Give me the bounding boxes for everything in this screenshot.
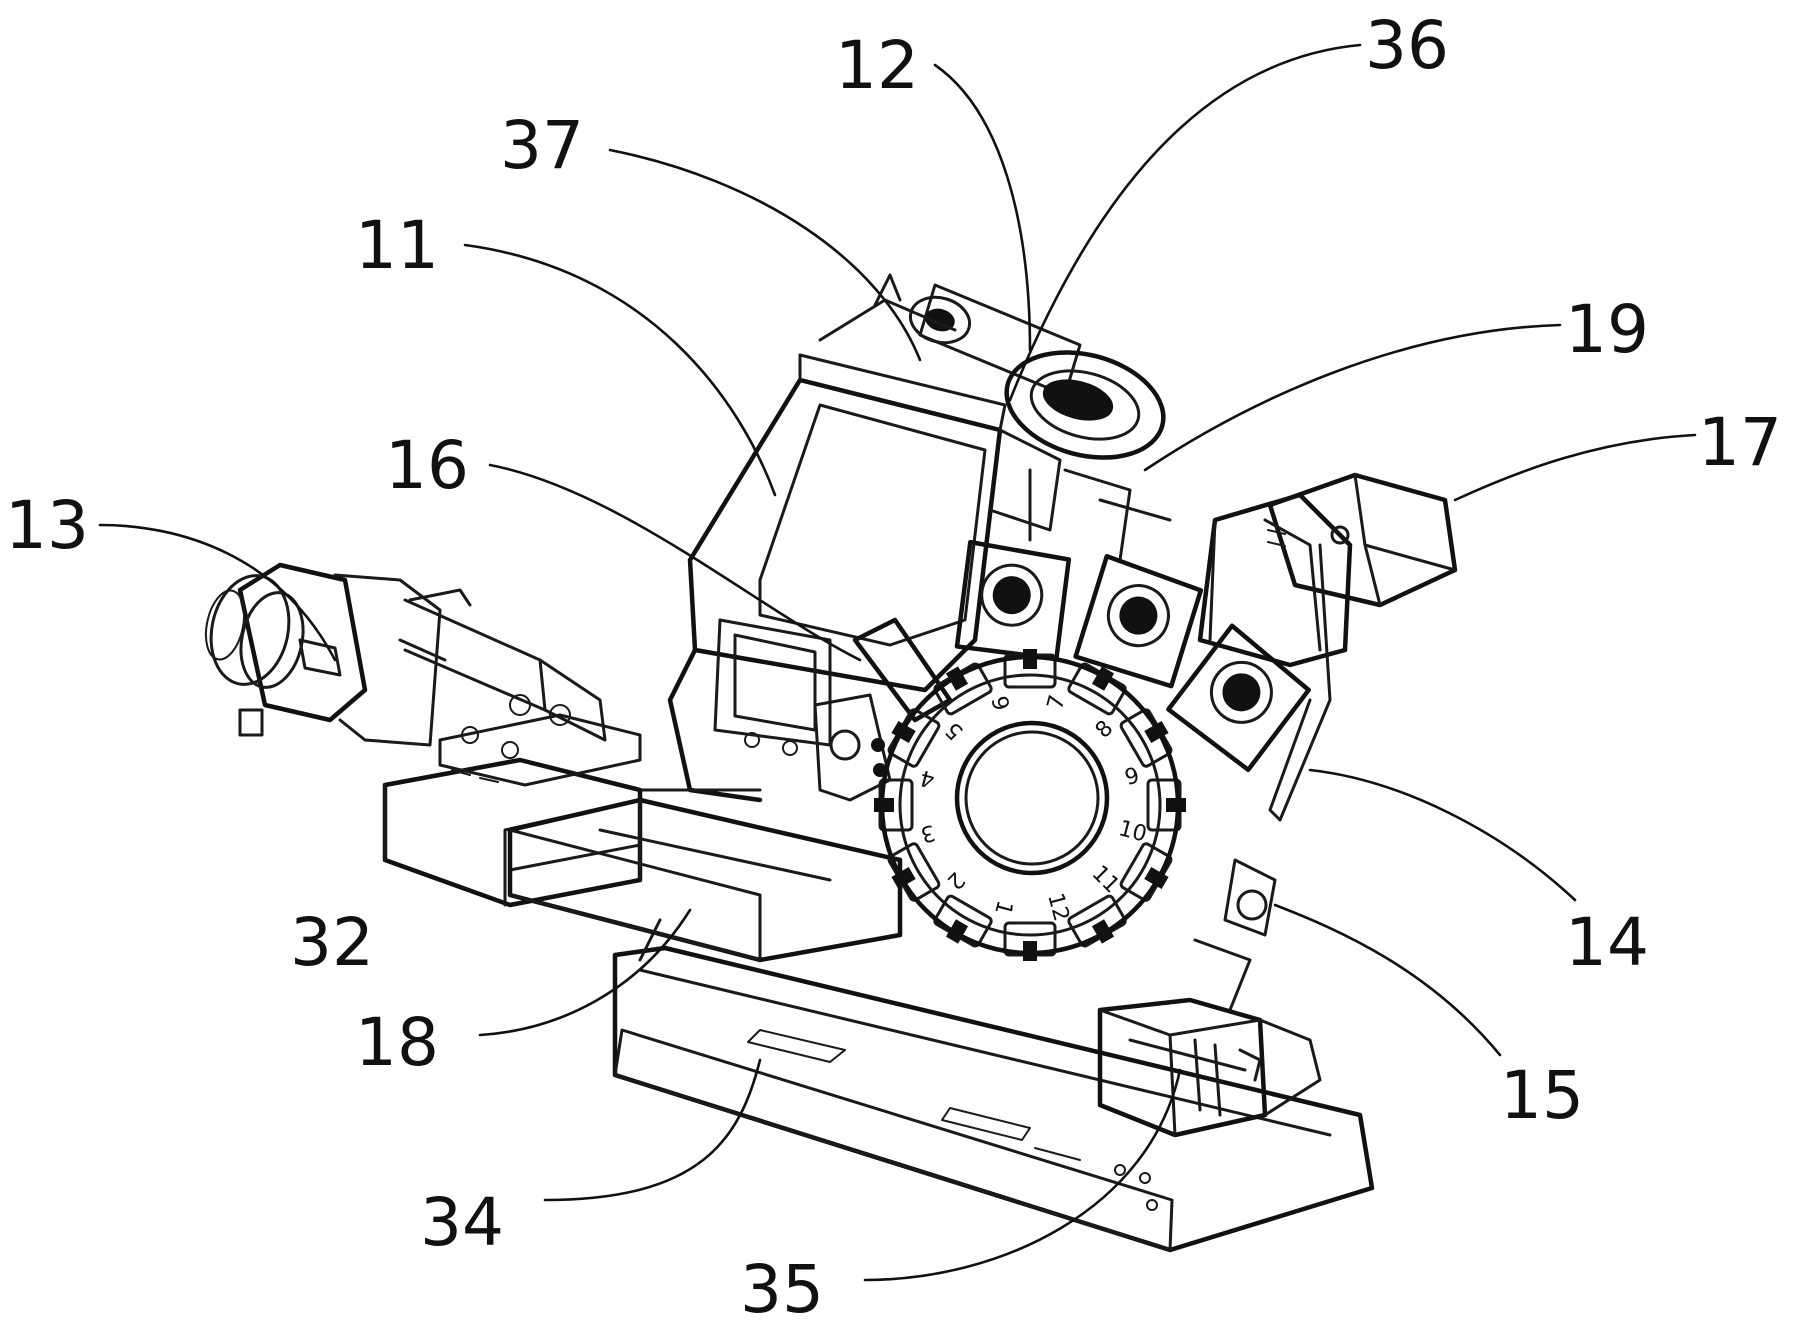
callout-labels: 12 36 37 11 19 17 16 13 14 32 18 15 34 3… [5, 7, 1782, 1322]
turret-station-4: 4 [917, 764, 937, 792]
callout-14: 14 [1565, 904, 1649, 981]
turret-teeth [874, 649, 1186, 961]
callout-34: 34 [420, 1184, 504, 1261]
callout-15: 15 [1500, 1057, 1584, 1134]
turret-station-9: 9 [1122, 763, 1142, 791]
turret-station-2: 2 [942, 867, 970, 895]
motor-17 [1197, 472, 1458, 822]
tool-holders [813, 539, 1311, 802]
motor-13 [204, 562, 607, 747]
callout-13: 13 [5, 487, 89, 564]
callout-12: 12 [835, 27, 919, 104]
right-spindle-15 [1193, 858, 1277, 1012]
callout-32: 32 [290, 904, 374, 981]
callout-18: 18 [355, 1004, 439, 1081]
base-plate [612, 945, 1375, 1253]
top-assembly [818, 273, 1172, 562]
callout-16: 16 [385, 427, 469, 504]
turret-station-5: 5 [941, 717, 969, 745]
callout-19: 19 [1565, 291, 1649, 368]
turret-station-6: 6 [988, 693, 1016, 713]
callout-37: 37 [500, 107, 584, 184]
callout-11: 11 [355, 207, 439, 284]
callout-36: 36 [1365, 7, 1449, 84]
turret-station-1: 1 [989, 898, 1017, 918]
turret-station-11: 11 [1087, 861, 1124, 898]
turret-station-8: 8 [1091, 716, 1119, 744]
carriage-18 [507, 797, 903, 963]
leader-lines [98, 43, 1697, 1282]
turret-station-3: 3 [918, 819, 938, 847]
callout-35: 35 [740, 1251, 824, 1322]
tailstock-35 [1097, 997, 1322, 1138]
callout-17: 17 [1698, 404, 1782, 481]
turret-station-7: 7 [1043, 692, 1071, 712]
